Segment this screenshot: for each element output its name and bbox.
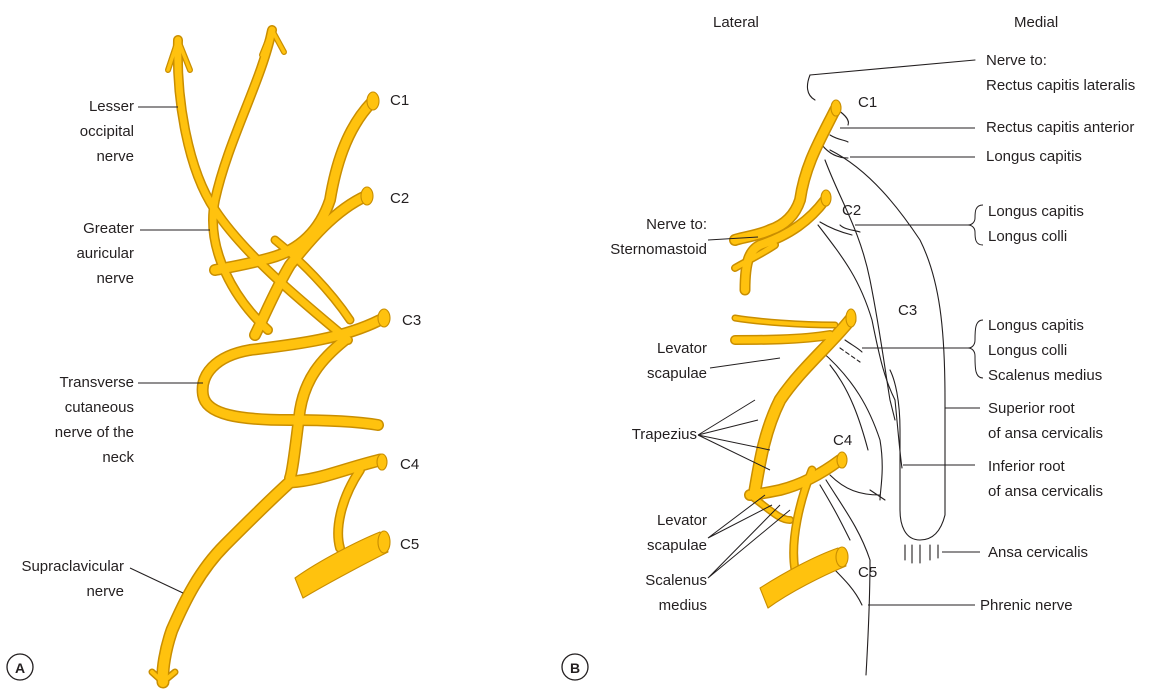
transverse-cutaneous-nerve xyxy=(203,320,380,425)
lateral-label: Lateral xyxy=(713,10,759,35)
longus-capitis-label: Longus capitis xyxy=(986,144,1082,169)
c3-muscle-group-label: Longus capitis Longus colli Scalenus med… xyxy=(988,313,1102,388)
phrenic-nerve-label: Phrenic nerve xyxy=(980,593,1073,618)
c3-root-end xyxy=(378,309,390,327)
c2-muscle-group-label: Longus capitis Longus colli xyxy=(988,199,1084,249)
c1-label-a: C1 xyxy=(390,88,409,113)
greater-auricular-label: Greater auricular nerve xyxy=(76,216,134,291)
inferior-root-label: Inferior root of ansa cervicalis xyxy=(988,454,1103,504)
c3-root-end-b xyxy=(846,309,856,327)
rectus-lateralis-label: Nerve to: Rectus capitis lateralis xyxy=(986,48,1135,98)
c1-root-end xyxy=(367,92,379,110)
c5-label-b: C5 xyxy=(858,560,877,585)
panel-b-fine-branches xyxy=(807,60,975,675)
c1-root-end-b xyxy=(831,100,841,116)
transverse-cutaneous-label: Transverse cutaneous nerve of the neck xyxy=(55,370,134,470)
panel-a-letter: A xyxy=(13,656,27,681)
lesser-occipital-label: Lesser occipital nerve xyxy=(80,94,134,169)
c3-descending xyxy=(820,350,882,500)
panel-a-nerves-fill xyxy=(152,30,380,682)
trapezius-label: Trapezius xyxy=(632,422,697,447)
ansa-cervicalis-label: Ansa cervicalis xyxy=(988,540,1088,565)
c5-root-end-b xyxy=(836,547,848,567)
c2-root-end xyxy=(361,187,373,205)
ansa-loops xyxy=(905,545,938,563)
c4-label-a: C4 xyxy=(400,452,419,477)
c3-label-a: C3 xyxy=(402,308,421,333)
c2-label-b: C2 xyxy=(842,198,861,223)
c4-root-end-b xyxy=(837,452,847,468)
levator-scapulae-upper-label: Levator scapulae xyxy=(647,336,707,386)
c4-label-b: C4 xyxy=(833,428,852,453)
c2-descending xyxy=(818,225,895,400)
panel-b-leader-lines xyxy=(698,128,983,605)
c4-root-end xyxy=(377,454,387,470)
medial-label: Medial xyxy=(1014,10,1058,35)
scalenus-medius-left-label: Scalenus medius xyxy=(645,568,707,618)
superior-root-label: Superior root of ansa cervicalis xyxy=(988,396,1103,446)
rectus-anterior-label: Rectus capitis anterior xyxy=(986,115,1134,140)
c5-root-b xyxy=(760,548,846,608)
c2-label-a: C2 xyxy=(390,186,409,211)
c2-root-end-b xyxy=(821,190,831,206)
c3-label-b: C3 xyxy=(898,298,917,323)
panel-b-drawing xyxy=(562,60,983,680)
c4-descending xyxy=(830,475,885,500)
inferior-root-line xyxy=(895,400,902,468)
c5-label-a: C5 xyxy=(400,532,419,557)
sternomastoid-label: Nerve to: Sternomastoid xyxy=(610,212,707,262)
levator-scapulae-lower-label: Levator scapulae xyxy=(647,508,707,558)
c1-label-b: C1 xyxy=(858,90,877,115)
rectus-lateralis-branch xyxy=(807,60,975,100)
supraclavicular-label: Supraclavicular nerve xyxy=(21,554,124,604)
panel-b-letter: B xyxy=(568,656,582,681)
c5-root-end xyxy=(378,531,390,553)
